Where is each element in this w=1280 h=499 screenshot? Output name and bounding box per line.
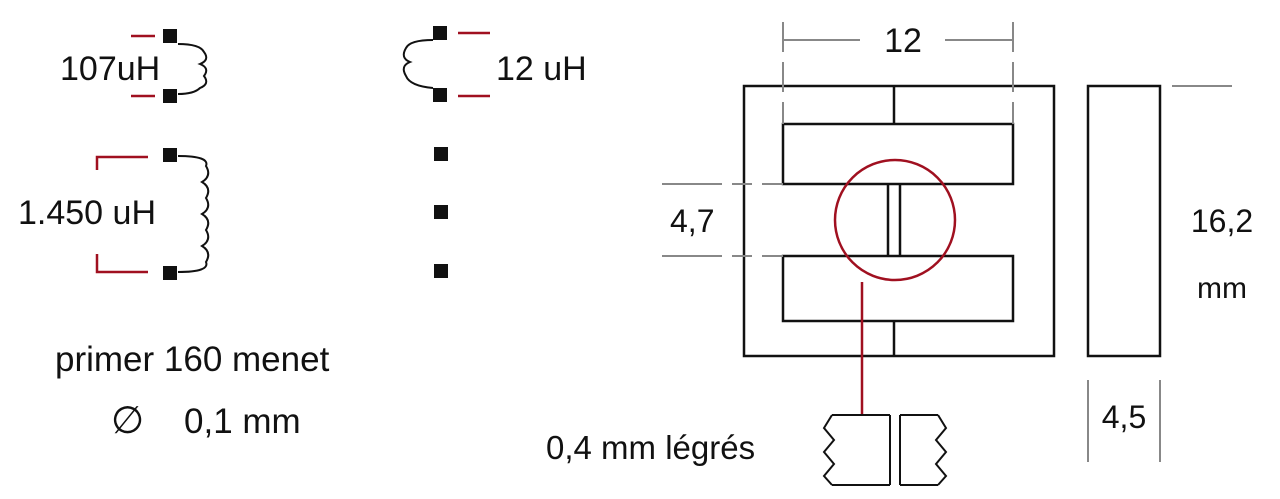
dim-16-2-label: 16,2 (1191, 203, 1253, 239)
dim-4-5-label: 4,5 (1102, 399, 1146, 435)
red-lead (458, 31, 490, 98)
dim-4-7-label: 4,7 (670, 203, 714, 239)
terminal-dot (434, 147, 448, 161)
gap-detail-left (822, 414, 891, 486)
terminal-dot (434, 264, 448, 278)
coil-107uh: 107uH (60, 29, 208, 103)
core-front-view (742, 84, 1056, 358)
coil-107-label: 107uH (60, 50, 160, 88)
core-window-top (781, 122, 1015, 186)
terminal-dot (163, 29, 177, 43)
diameter-symbol: ∅ (111, 400, 144, 442)
dimension-4-7: 4,7 (662, 183, 783, 257)
gap-detail: 0,4 mm légrés (546, 414, 948, 486)
core-side-view: 16,2 mm 4,5 (1086, 84, 1253, 462)
terminal-dot (434, 205, 448, 219)
red-lead (131, 34, 155, 98)
coil-12uh: 12 uH (402, 26, 587, 102)
air-gap-highlight (833, 158, 957, 415)
dim-16-2-unit: mm (1197, 272, 1247, 305)
coil-12-label: 12 uH (496, 50, 587, 88)
side-outline (1086, 84, 1162, 358)
winding-symbol (177, 155, 210, 273)
terminal-dot (163, 148, 177, 162)
red-lead (95, 155, 148, 274)
wire-diameter-label: 0,1 mm (184, 402, 301, 441)
dim-12-label: 12 (884, 22, 922, 60)
coil-1450uh: 1.450 uH (18, 148, 210, 280)
gap-label: 0,4 mm légrés (546, 429, 755, 466)
terminal-dot (163, 266, 177, 280)
core-window-bottom (781, 254, 1015, 323)
primer-turns-label: primer 160 menet (55, 340, 330, 379)
gap-detail-right (899, 414, 948, 486)
dimension-12: 12 (782, 22, 1014, 124)
coil-1450-label: 1.450 uH (18, 194, 156, 232)
gap-circle (833, 158, 957, 282)
core-outline (742, 84, 1056, 358)
terminal-dot (433, 26, 447, 40)
terminal-dot (433, 88, 447, 102)
terminal-dot (163, 89, 177, 103)
terminal-dots-column (434, 147, 448, 278)
winding-symbol (177, 43, 208, 95)
winding-symbol (402, 39, 434, 89)
